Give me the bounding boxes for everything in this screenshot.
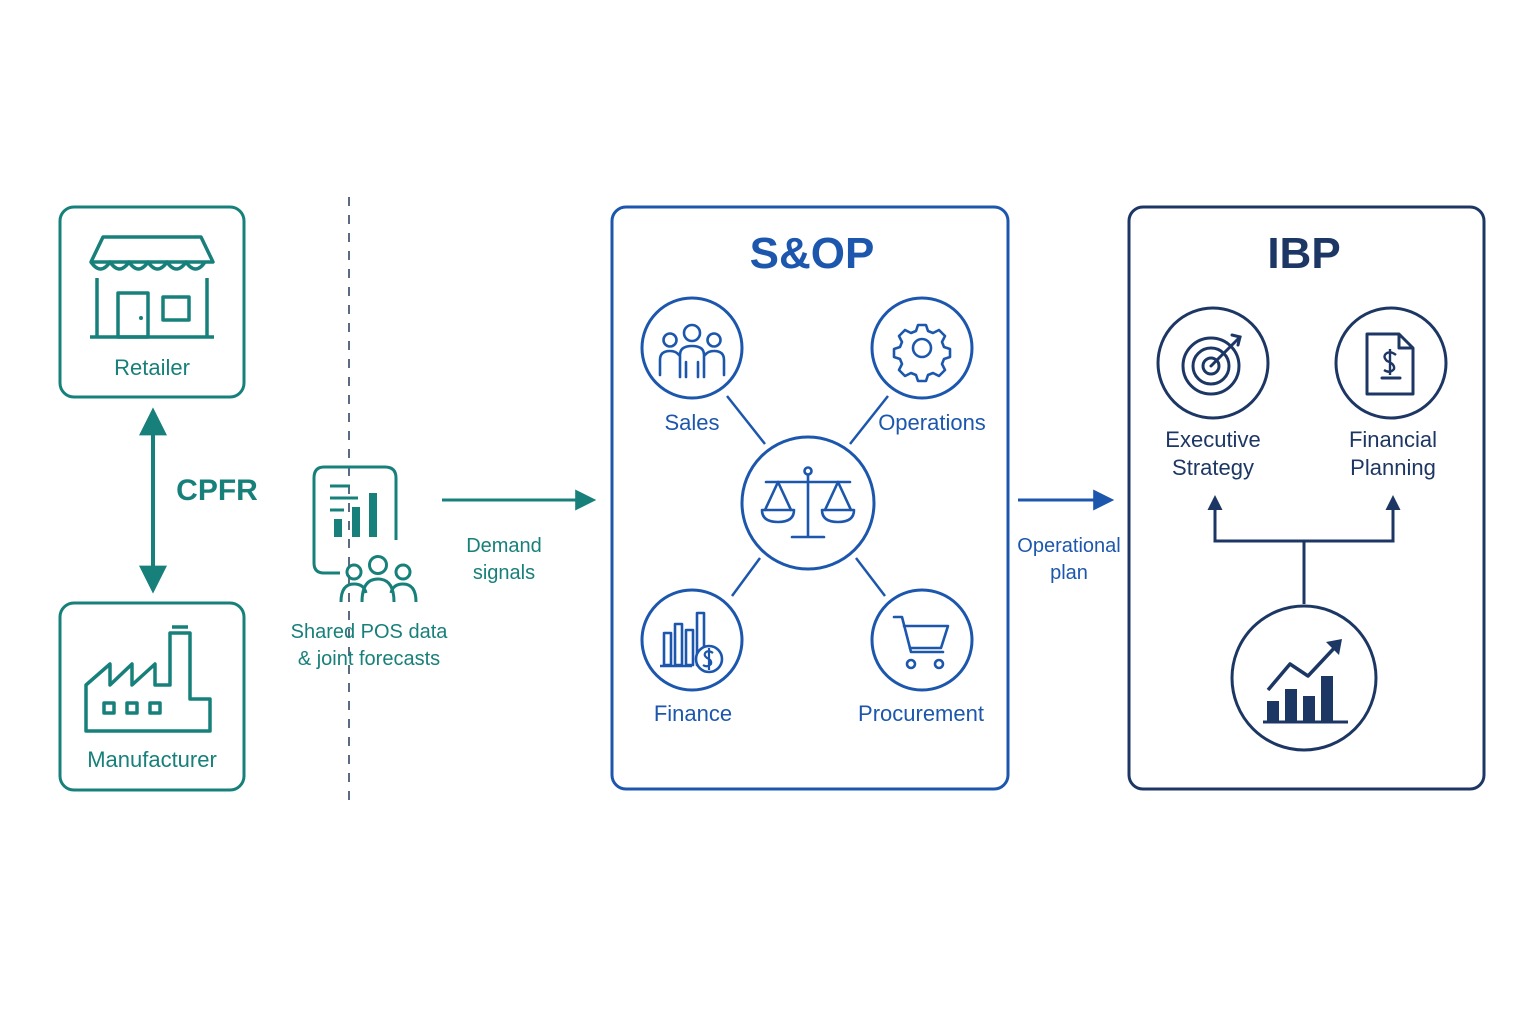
- executive-strategy-line2: Strategy: [1172, 455, 1254, 480]
- ibp-title: IBP: [1267, 229, 1341, 278]
- shared-data-label: Shared POS data & joint forecasts: [274, 619, 464, 673]
- retailer-label: Retailer: [114, 355, 190, 380]
- demand-signals-line2: signals: [472, 562, 536, 584]
- factory-icon: [84, 625, 212, 733]
- sop-connectors: [726, 395, 889, 597]
- finance-label: Finance: [653, 701, 733, 726]
- operational-plan-label: Operational plan: [1009, 533, 1129, 587]
- executive-strategy-line1: Executive: [1165, 427, 1261, 452]
- growth-chart-icon: [1263, 639, 1348, 724]
- bar-chart-dollar-icon: [660, 611, 724, 674]
- manufacturer-box: [58, 601, 246, 792]
- shared-data-label-line2: & joint forecasts: [297, 648, 441, 670]
- target-arrow-icon: [1181, 333, 1242, 396]
- operations-circle: [870, 296, 974, 400]
- ibp-connector-lines: [1207, 495, 1401, 604]
- report-with-people-icon: [312, 465, 418, 603]
- operations-label: Operations: [878, 410, 986, 435]
- demand-signals-label: Demand signals: [444, 533, 564, 587]
- shopping-cart-icon: [892, 615, 950, 670]
- dollar-document-icon: [1365, 332, 1415, 396]
- people-group-icon: [658, 323, 726, 379]
- ibp-box: [1127, 205, 1486, 791]
- financial-planning-line1: Financial: [1348, 427, 1438, 452]
- door-knob: [139, 316, 143, 320]
- retailer-box: [58, 205, 246, 399]
- cpfr-label: CPFR: [176, 474, 258, 507]
- gear-icon: [892, 323, 952, 383]
- executive-strategy-label: Executive Strategy: [1143, 426, 1283, 482]
- growth-circle: [1230, 604, 1378, 752]
- financial-planning-label: Financial Planning: [1323, 426, 1463, 482]
- financial-planning-line2: Planning: [1350, 455, 1436, 480]
- sales-circle: [640, 296, 744, 400]
- procurement-label: Procurement: [858, 701, 984, 726]
- storefront-icon: [89, 235, 215, 339]
- operational-plan-line1: Operational: [1017, 535, 1121, 557]
- procurement-circle: [870, 588, 974, 692]
- operational-plan-line2: plan: [1050, 562, 1088, 584]
- sop-box: [610, 205, 1010, 791]
- sales-label: Sales: [664, 410, 720, 435]
- demand-signals-line1: Demand: [466, 535, 542, 557]
- scales-icon: [760, 466, 856, 539]
- shared-data-label-line1: Shared POS data: [290, 621, 448, 643]
- sop-title: S&OP: [749, 229, 875, 278]
- manufacturer-label: Manufacturer: [87, 747, 217, 772]
